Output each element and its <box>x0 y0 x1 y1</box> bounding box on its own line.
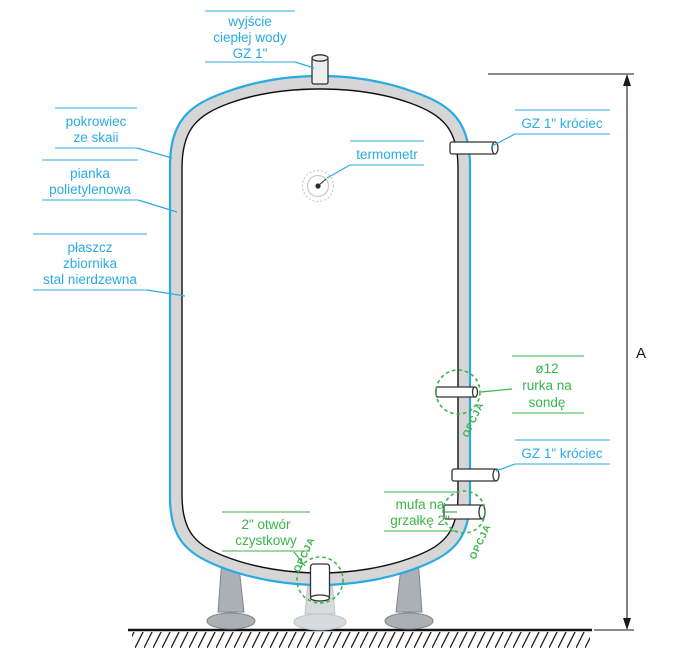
tank-body <box>168 74 472 587</box>
label-text: ø12 <box>535 361 558 376</box>
label-text: termometr <box>356 147 418 162</box>
label-text: płaszcz <box>67 240 112 255</box>
thermometer-outer-ring <box>301 169 335 203</box>
ground-hatch-area <box>132 632 590 648</box>
thermometer-center-dot <box>315 183 321 189</box>
cleanout-plug-bottom <box>309 594 331 602</box>
label-text: stal nierdzewna <box>43 272 137 287</box>
label-text: rurka na <box>522 378 572 393</box>
label-cleanout: 2" otwór czystkowy <box>222 511 310 567</box>
probe-tube-stub <box>435 386 476 398</box>
label-top-connector: GZ 1" króciec <box>491 109 610 147</box>
label-text: ze skaii <box>73 130 118 145</box>
outer-cover-outline <box>168 74 472 587</box>
leader-line <box>326 164 351 179</box>
inner-steel-jacket-outline <box>181 88 459 574</box>
left-leg-foot <box>206 612 256 630</box>
thermometer-icon <box>301 169 335 203</box>
label-text: pokrowiec <box>66 114 127 129</box>
probe-option-circle <box>435 369 481 415</box>
label-hot-water-outlet: wyjście ciepłej wody GZ 1" <box>205 10 315 69</box>
label-text: 2" otwór <box>241 517 291 532</box>
leader-line <box>294 61 315 69</box>
bottom-connector-stub-end <box>492 468 500 482</box>
label-thermometer: termometr <box>326 140 424 179</box>
cleanout-option-circle <box>296 556 344 604</box>
label-heater-coupling: mufa na grzałkę 2" <box>384 491 457 532</box>
tank-interior <box>170 76 470 585</box>
label-text: zbiornika <box>63 256 118 271</box>
cleanout-plug <box>309 563 331 599</box>
label-foam: pianka polietylenowa <box>42 159 178 213</box>
hot-water-outlet-pipe <box>311 57 329 85</box>
heater-option-circle <box>442 490 486 534</box>
label-text: grzałkę 2" <box>390 513 450 528</box>
dimension-arrow-up <box>623 74 631 86</box>
leader-line <box>491 133 516 147</box>
label-text: mufa na <box>396 497 445 512</box>
label-text: czystkowy <box>235 533 297 548</box>
label-text: sondę <box>529 395 566 410</box>
label-text: GZ 1" króciec <box>521 116 603 131</box>
thermometer-inner-ring <box>306 174 330 198</box>
label-bottom-connector: GZ 1" króciec <box>495 439 610 472</box>
label-cover: pokrowiec ze skaii <box>55 107 173 159</box>
leader-line <box>136 147 173 159</box>
label-probe-tube: ø12 rurka na sondę <box>480 355 584 414</box>
hot-water-outlet-pipe-top <box>311 54 329 62</box>
probe-tube-stub-end <box>471 386 479 398</box>
leader-line <box>293 551 306 567</box>
label-text: pianka <box>70 166 110 181</box>
heater-option-badge: OPCJA <box>468 523 494 562</box>
right-leg-foot <box>384 612 434 630</box>
dimension-arrow-down <box>623 618 631 630</box>
tank-fittings <box>309 54 500 602</box>
top-connector-stub <box>449 141 496 155</box>
label-text: polietylenowa <box>49 182 131 197</box>
thermometer-needle <box>318 178 327 186</box>
leader-line <box>480 388 513 393</box>
label-text: GZ 1" <box>233 46 268 61</box>
label-text: GZ 1" króciec <box>521 446 603 461</box>
ground-hatching <box>128 628 592 648</box>
dimension-a: A <box>488 73 646 631</box>
label-text: wyjście <box>227 14 272 29</box>
label-jacket: płaszcz zbiornika stal nierdzewna <box>33 233 186 297</box>
leader-line <box>146 289 186 297</box>
bottom-connector-stub <box>451 468 497 482</box>
dimension-label: A <box>636 345 646 362</box>
center-leg-foot <box>293 613 347 631</box>
label-text: ciepłej wody <box>213 30 287 45</box>
leader-line <box>495 463 516 472</box>
leader-line <box>137 199 178 213</box>
